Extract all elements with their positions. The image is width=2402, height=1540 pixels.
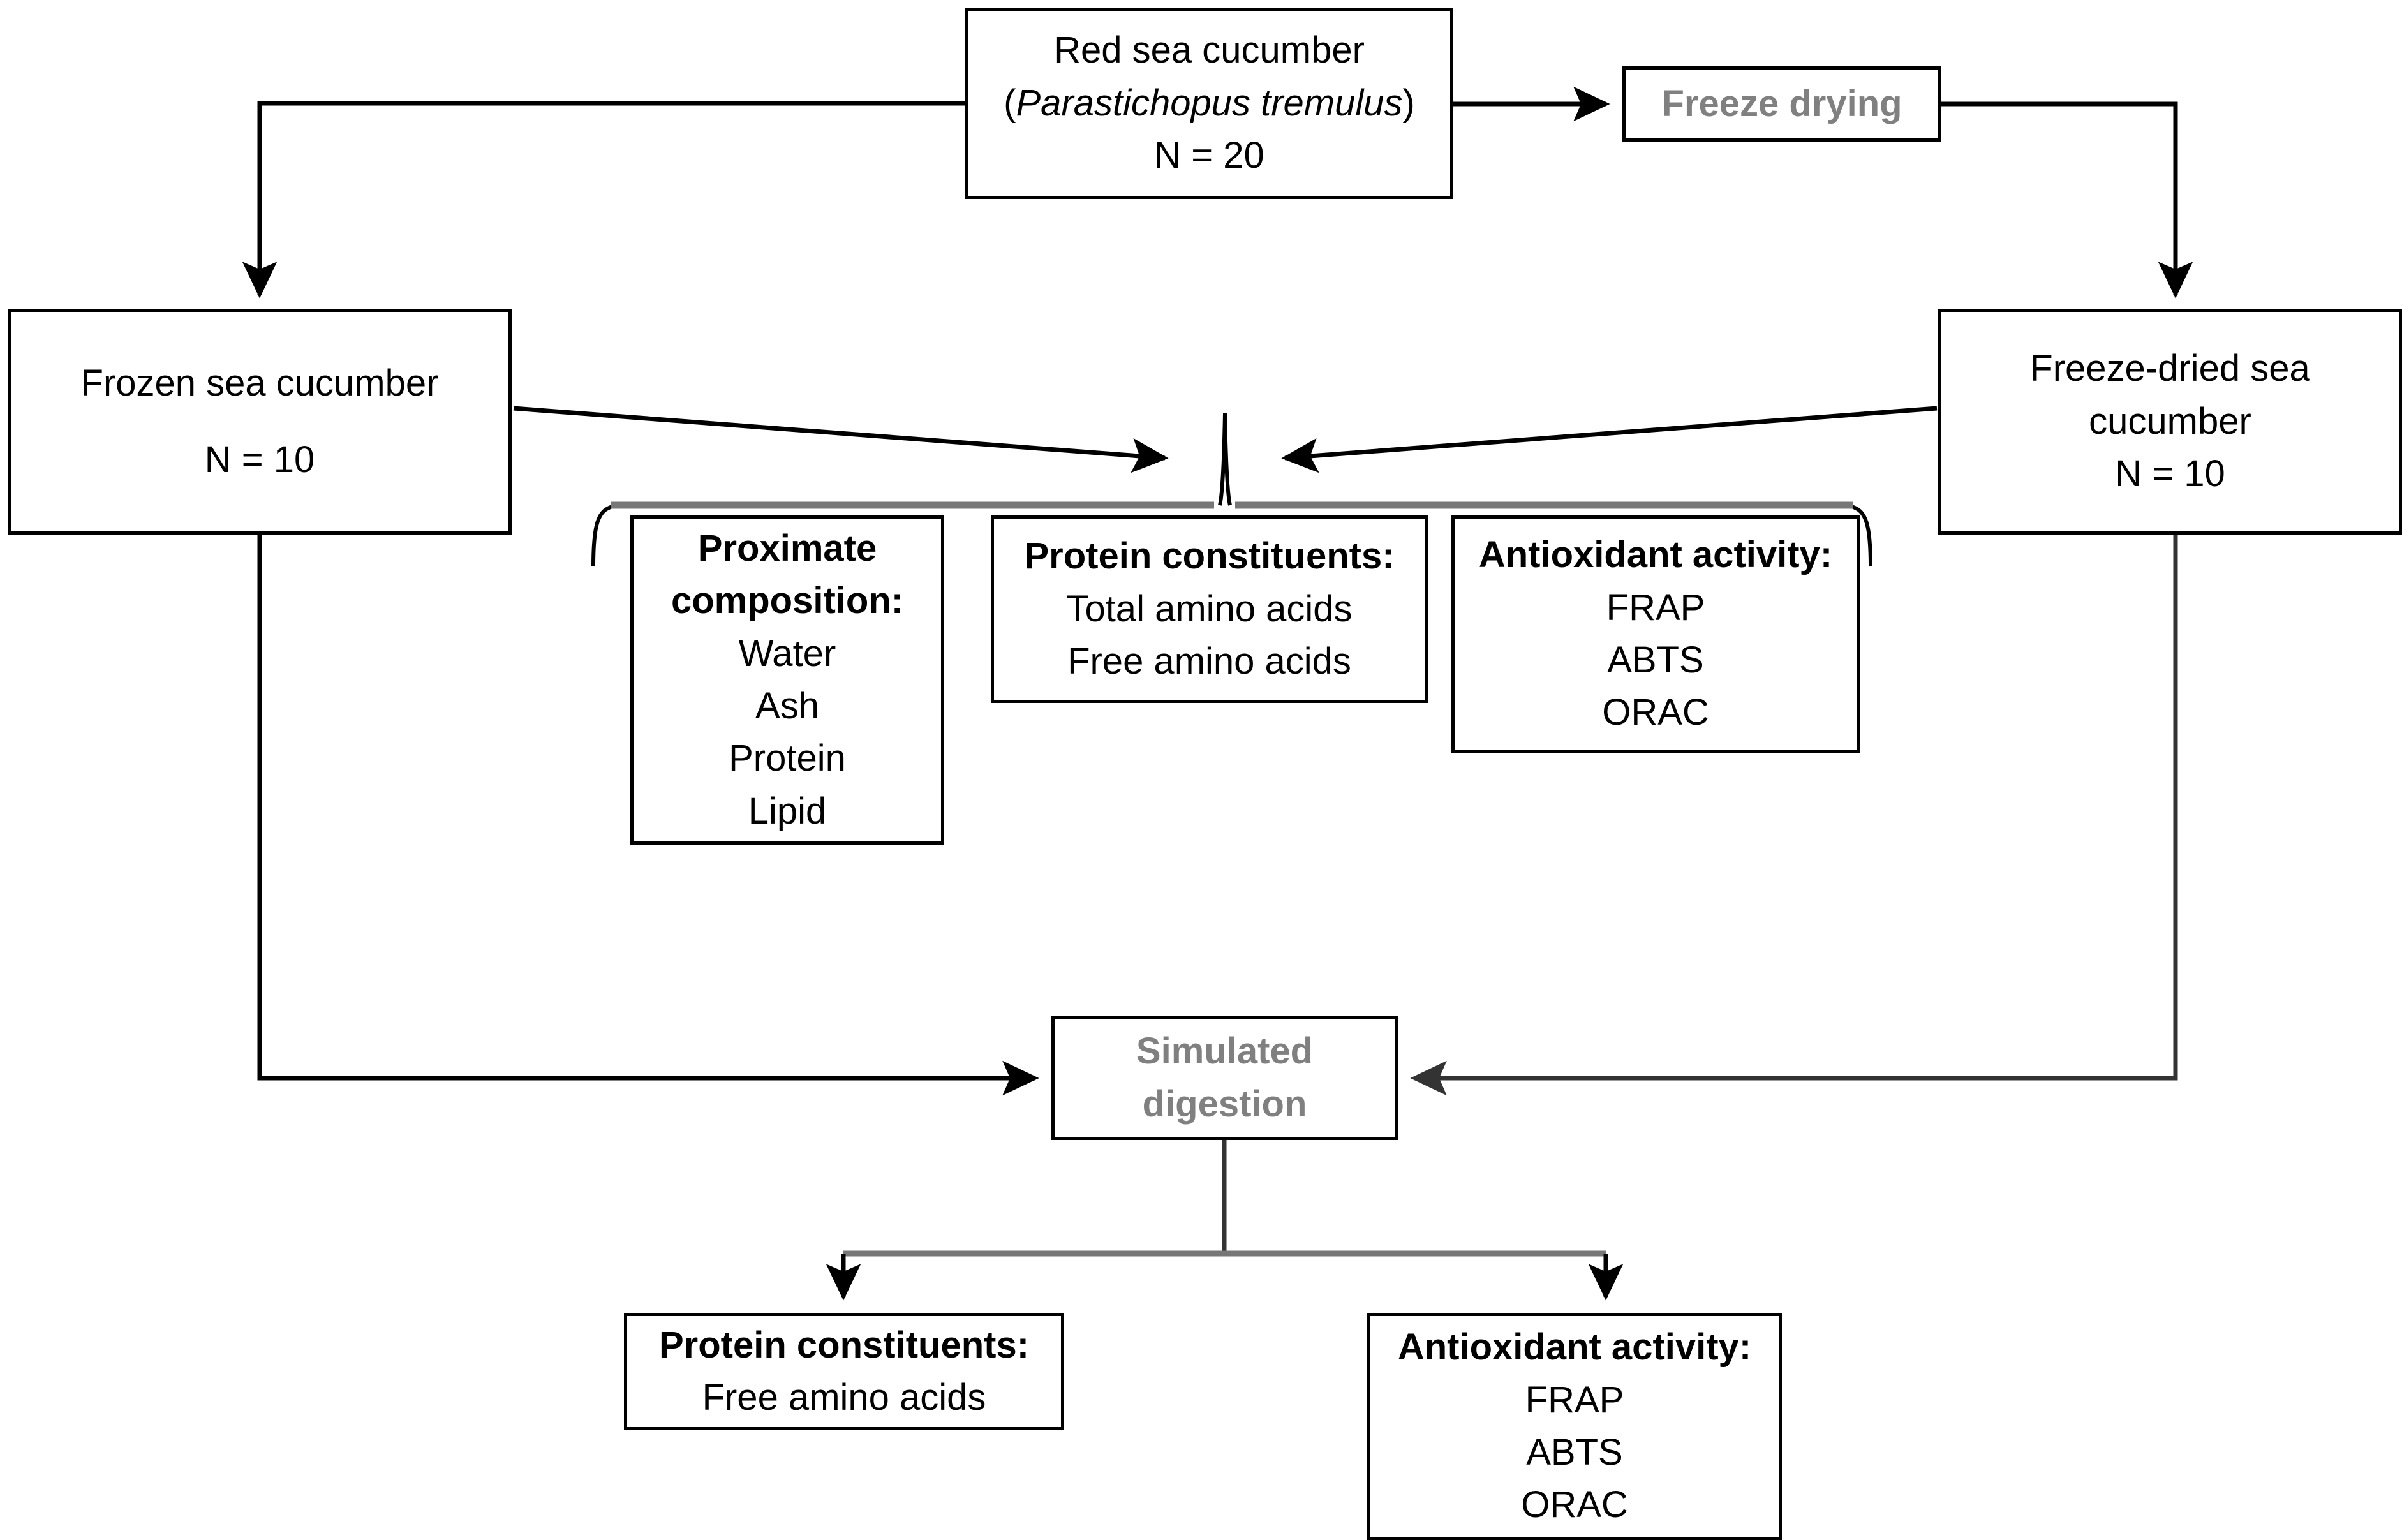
antioxidant-bottom-item-orac: ORAC xyxy=(1521,1484,1628,1526)
protein-bottom-item-free-amino-acids: Free amino acids xyxy=(702,1377,986,1418)
connector-freeze-drying-to-freeze-dried xyxy=(1941,101,2193,299)
node-red-sea-cucumber[interactable]: Red sea cucumber (Parastichopus tremulus… xyxy=(965,8,1453,199)
freeze-dried-title-line1: Freeze-dried sea xyxy=(2030,348,2310,390)
proximate-item-water: Water xyxy=(738,632,836,674)
node-frozen-sea-cucumber[interactable]: Frozen sea cucumber N = 10 xyxy=(8,309,512,535)
paren-open: ( xyxy=(1004,82,1016,124)
node-protein-constituents-bottom[interactable]: Protein constituents: Free amino acids xyxy=(624,1313,1064,1430)
source-sample-count: N = 20 xyxy=(1154,135,1264,177)
simulated-digestion-line2: digestion xyxy=(1142,1083,1307,1125)
node-freeze-drying[interactable]: Freeze drying xyxy=(1622,66,1941,142)
antioxidant-mid-item-abts: ABTS xyxy=(1607,639,1704,681)
freeze-drying-label: Freeze drying xyxy=(1661,82,1902,124)
source-species-line: (Parastichopus tremulus) xyxy=(1004,77,1415,130)
protein-bottom-header: Protein constituents: xyxy=(658,1324,1030,1366)
frozen-title: Frozen sea cucumber xyxy=(80,362,439,404)
connector-freeze-dried-to-digestion xyxy=(1410,535,2178,1096)
protein-mid-item-total-amino-acids: Total amino acids xyxy=(1066,588,1353,630)
analysis-group-brace xyxy=(591,413,1872,567)
proximate-item-protein: Protein xyxy=(729,737,846,780)
node-antioxidant-activity-mid[interactable]: Antioxidant activity: FRAP ABTS ORAC xyxy=(1451,515,1860,753)
antioxidant-mid-item-orac: ORAC xyxy=(1602,692,1709,734)
antioxidant-bottom-header: Antioxidant activity: xyxy=(1397,1326,1752,1368)
antioxidant-mid-item-frap: FRAP xyxy=(1606,586,1705,628)
proximate-header-line1: Proximate xyxy=(697,527,877,569)
connector-digestion-to-bottom-boxes xyxy=(826,1140,1624,1301)
connector-frozen-to-digestion xyxy=(257,535,1039,1096)
proximate-header-line2: composition: xyxy=(671,580,904,622)
node-proximate-composition[interactable]: Proximate composition: Water Ash Protein… xyxy=(630,515,944,845)
connector-frozen-to-analyses xyxy=(513,406,1169,473)
node-simulated-digestion[interactable]: Simulated digestion xyxy=(1051,1016,1398,1140)
node-freeze-dried-sea-cucumber[interactable]: Freeze-dried sea cucumber N = 10 xyxy=(1938,309,2402,535)
simulated-digestion-line1: Simulated xyxy=(1136,1030,1314,1072)
protein-mid-header: Protein constituents: xyxy=(1024,535,1395,577)
proximate-item-lipid: Lipid xyxy=(748,790,827,832)
species-name: Parastichopus tremulus xyxy=(1016,82,1403,124)
node-protein-constituents-mid[interactable]: Protein constituents: Total amino acids … xyxy=(991,515,1428,703)
paren-close: ) xyxy=(1402,82,1415,124)
antioxidant-mid-header: Antioxidant activity: xyxy=(1478,534,1833,576)
proximate-item-ash: Ash xyxy=(755,685,819,727)
antioxidant-bottom-item-frap: FRAP xyxy=(1525,1379,1624,1421)
frozen-sample-count: N = 10 xyxy=(204,439,315,480)
connector-freeze-dried-to-analyses xyxy=(1281,406,1938,473)
antioxidant-bottom-item-abts: ABTS xyxy=(1526,1432,1623,1473)
connector-source-to-frozen xyxy=(242,101,965,299)
freeze-dried-sample-count: N = 10 xyxy=(2115,453,2225,495)
node-antioxidant-activity-bottom[interactable]: Antioxidant activity: FRAP ABTS ORAC xyxy=(1367,1313,1782,1540)
source-line1: Red sea cucumber xyxy=(1054,29,1365,71)
protein-mid-item-free-amino-acids: Free amino acids xyxy=(1067,640,1351,683)
freeze-dried-title-line2: cucumber xyxy=(2089,400,2251,442)
